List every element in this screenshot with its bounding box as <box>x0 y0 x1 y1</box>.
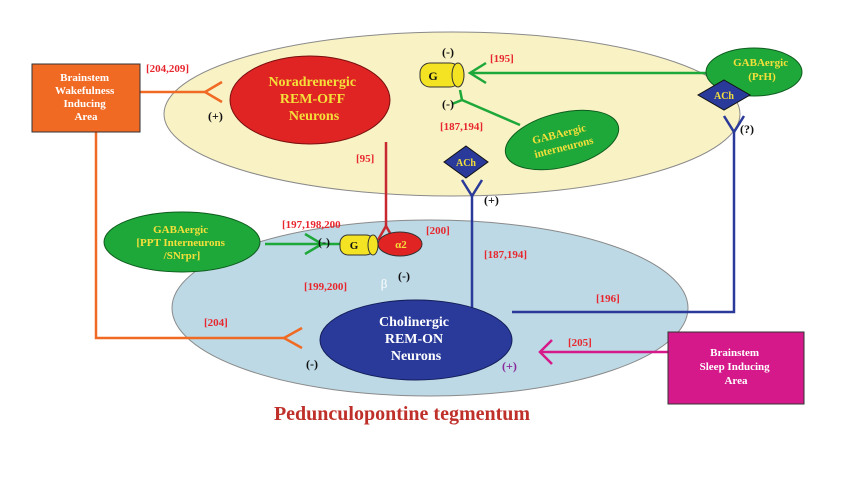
sign-wake-excitatory: (+) <box>208 109 223 123</box>
brainstem-sleep-label-line: Area <box>724 375 748 387</box>
brainstem-wake-label-line: Brainstem <box>60 72 109 84</box>
svg-text:Brainstem Wakefulness: Brainstem Wakefulness Inducing Area <box>55 72 117 123</box>
ref-205: [205] <box>568 337 592 349</box>
gaba-ppt-label-line: [PPT Interneurons <box>136 237 225 249</box>
gaba-ppt-label-line: GABAergic <box>153 224 208 236</box>
ach-receptor-mid[interactable]: ACh <box>443 145 489 179</box>
g-receptor-top[interactable]: G <box>419 62 465 88</box>
svg-text:GABAergic (PrH): GABAergic (PrH) <box>733 57 791 83</box>
ach-receptor-mid-label: ACh <box>456 158 476 169</box>
gaba-interneurons-node[interactable]: GABAergic interneurons <box>499 100 625 180</box>
gaba-ppt-node[interactable]: GABAergic [PPT Interneurons /SNrpr] <box>103 211 261 273</box>
ppt-to-cholinergic-connection <box>265 232 340 256</box>
ref-187-194-mid: [187,194] <box>484 249 527 261</box>
gaba-prh-label-line: (PrH) <box>748 71 776 83</box>
sign-sleep-excitatory: (+) <box>502 359 517 373</box>
sign-cholinergic-inhibitory: (-) <box>306 357 318 371</box>
brainstem-wake-label-line: Wakefulness <box>55 85 115 97</box>
gaba-prh-label-line: GABAergic <box>733 57 788 69</box>
sleep-to-cholinergic-connection <box>538 339 668 365</box>
g-receptor-mid-label: G <box>350 240 359 252</box>
brainstem-wake-node[interactable]: Brainstem Wakefulness Inducing Area <box>31 63 141 133</box>
ach-receptor-prh[interactable]: ACh <box>696 79 752 111</box>
ach-receptor-prh-label: ACh <box>714 91 734 102</box>
prh-to-noradrenergic-connection <box>467 61 712 85</box>
sign-beta-inhibitory: (-) <box>398 269 410 283</box>
ref-95: [95] <box>356 153 374 165</box>
svg-text:GABAergic [PPT Interneur: GABAergic [PPT Interneurons /SNrpr] <box>136 224 227 262</box>
svg-text:Noradrenergic REM-OFF: Noradrenergic REM-OFF Neurons <box>268 75 359 124</box>
gaba-ppt-label-line: /SNrpr] <box>163 250 201 262</box>
svg-text:Cholinergic REM-ON: Cholinergic REM-ON Neurons <box>379 313 453 364</box>
cholinergic-label-line: REM-ON <box>385 332 443 347</box>
cholinergic-rem-on-node[interactable]: Cholinergic REM-ON Neurons <box>319 299 513 381</box>
g-receptor-top-label: G <box>428 69 437 83</box>
brainstem-sleep-node[interactable]: Brainstem Sleep Inducing Area <box>667 331 805 405</box>
ref-199-200: [199,200] <box>304 281 347 293</box>
ref-204-209: [204,209] <box>146 63 189 75</box>
wake-to-noradrenergic-connection <box>140 80 223 104</box>
cholinergic-to-prh-connection <box>512 115 746 314</box>
g-receptor-mid[interactable]: G <box>339 234 379 256</box>
noradrenergic-rem-off-node[interactable]: Noradrenergic REM-OFF Neurons <box>229 55 391 145</box>
cholinergic-label-line: Neurons <box>391 349 442 364</box>
sign-g-top-inhibitory-b: (-) <box>442 97 454 111</box>
cholinergic-to-noradrenergic-connection <box>460 179 484 308</box>
sign-prh-unknown: (?) <box>740 122 754 136</box>
sign-ppt-inhibitory: (-) <box>318 235 330 249</box>
svg-text:Brainstem Sleep Inducing: Brainstem Sleep Inducing Area <box>700 347 773 387</box>
ref-196: [196] <box>596 293 620 305</box>
ref-187-194-top: [187,194] <box>440 121 483 133</box>
sign-ach-excitatory: (+) <box>484 193 499 207</box>
alpha2-receptor[interactable]: α2 <box>377 231 423 257</box>
region-title: Pedunculopontine tegmentum <box>274 403 530 425</box>
brainstem-sleep-label-line: Sleep Inducing <box>700 361 770 373</box>
sign-g-top-inhibitory-a: (-) <box>442 45 454 59</box>
ref-195: [195] <box>490 53 514 65</box>
noradrenergic-label-line: REM-OFF <box>280 92 345 107</box>
brainstem-wake-label-line: Inducing <box>64 98 107 110</box>
alpha2-receptor-label: α2 <box>395 239 407 251</box>
brainstem-wake-label-line: Area <box>74 111 98 123</box>
interneurons-to-noradrenergic-connection <box>451 89 521 127</box>
beta-receptor-label: β <box>381 276 388 291</box>
noradrenergic-label-line: Neurons <box>289 109 340 124</box>
cholinergic-label-line: Cholinergic <box>379 315 449 330</box>
wake-to-cholinergic-connection <box>94 132 303 350</box>
brainstem-sleep-label-line: Brainstem <box>710 347 759 359</box>
ref-200: [200] <box>426 225 450 237</box>
noradrenergic-label-line: Noradrenergic <box>268 75 356 90</box>
ref-197-198-200: [197,198,200 <box>282 219 341 231</box>
ref-204: [204] <box>204 317 228 329</box>
